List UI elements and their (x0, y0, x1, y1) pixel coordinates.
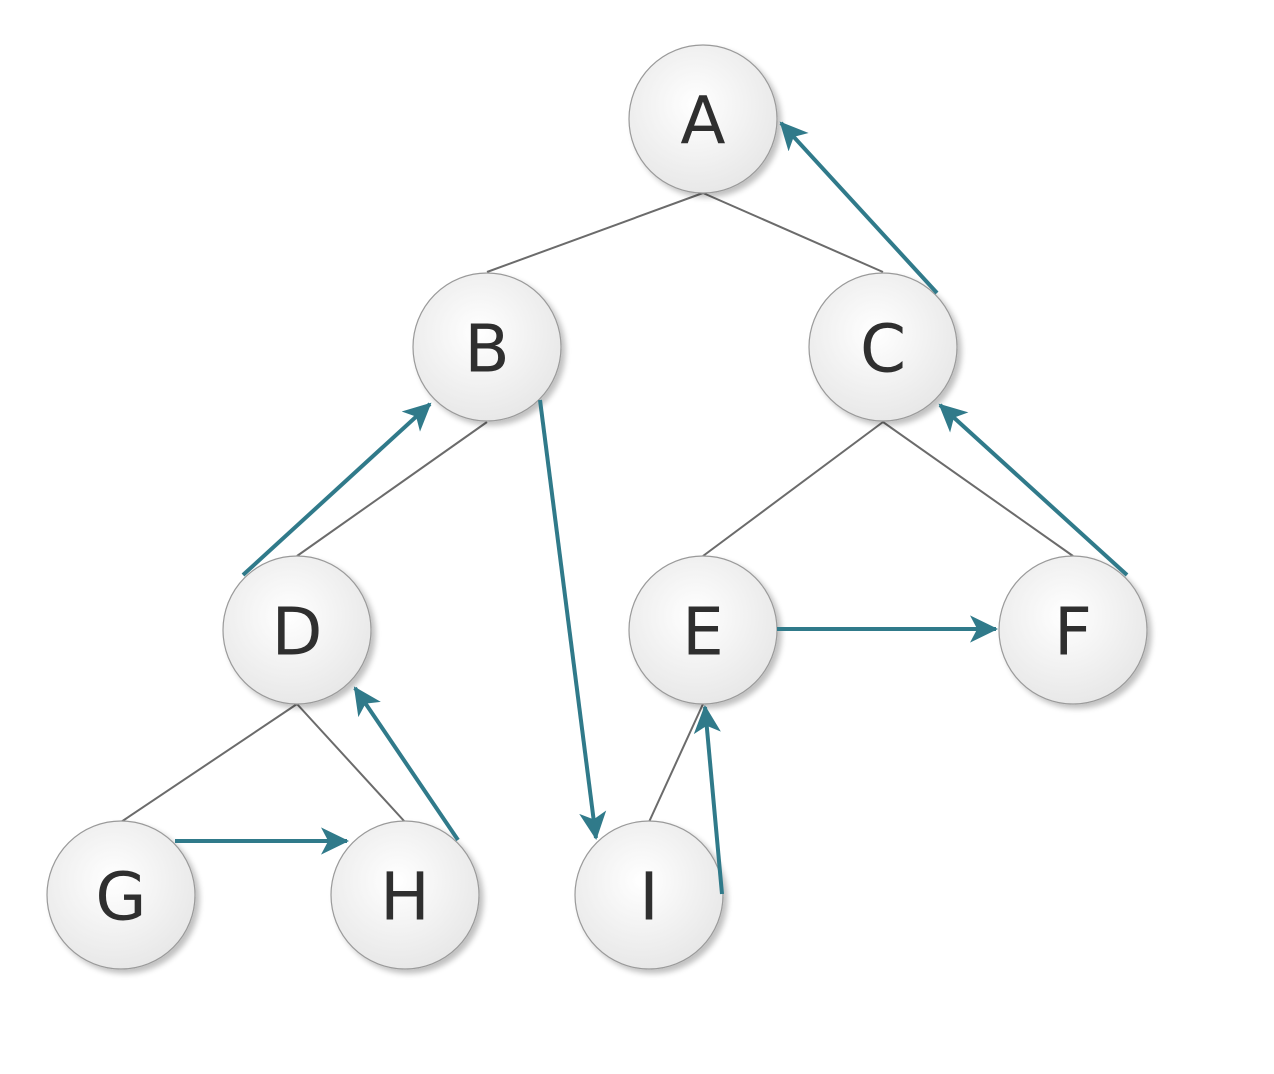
arrow-d-to-b (241, 402, 432, 577)
node-e: E (628, 555, 778, 705)
edge-d-g (120, 703, 298, 823)
tree-edges (120, 192, 1074, 823)
node-f: F (998, 555, 1148, 705)
arrow-h-to-d (353, 686, 460, 842)
edge-e-i (648, 703, 704, 823)
node-g-label: G (95, 859, 146, 936)
node-c-label: C (860, 311, 906, 388)
edge-a-c (702, 192, 884, 273)
tree-nodes: A B C D E F G H (46, 44, 1148, 970)
edge-b-d (296, 421, 488, 557)
node-d-label: D (272, 594, 323, 671)
node-i-label: I (639, 859, 658, 936)
node-e-label: E (682, 594, 724, 671)
node-b-label: B (464, 311, 509, 388)
arrow-f-to-c (938, 403, 1129, 577)
node-f-label: F (1054, 594, 1092, 671)
arrow-i-to-e (693, 705, 724, 895)
node-h: H (330, 820, 480, 970)
node-c: C (808, 272, 958, 422)
edge-c-f (882, 421, 1074, 557)
node-h-label: H (380, 859, 430, 936)
node-b: B (412, 272, 562, 422)
arrow-b-to-i (538, 399, 607, 840)
node-d: D (222, 555, 372, 705)
edge-d-h (296, 703, 406, 823)
node-g: G (46, 820, 196, 970)
node-i: I (574, 820, 724, 970)
thread-arrows (175, 121, 1129, 895)
node-a: A (628, 44, 778, 194)
edge-c-e (702, 421, 884, 557)
edge-a-b (486, 192, 704, 273)
node-a-label: A (680, 83, 725, 160)
arrow-c-to-a (779, 121, 939, 295)
